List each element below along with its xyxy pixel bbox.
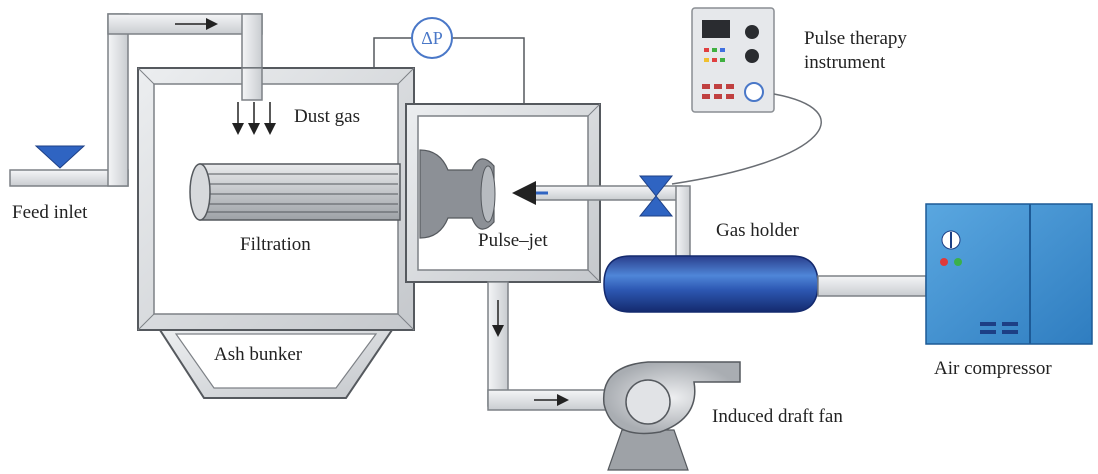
exhaust-duct xyxy=(487,281,617,411)
gas-holder-label: Gas holder xyxy=(716,220,799,241)
induced-draft-fan-label: Induced draft fan xyxy=(712,406,843,427)
pulse-therapy-label-line1: Pulse therapy xyxy=(804,28,907,49)
filter-bag xyxy=(189,163,401,221)
pulse-jet-label: Pulse–jet xyxy=(478,230,548,251)
funnel-triangle-icon xyxy=(34,145,86,169)
ash-bunker-label: Ash bunker xyxy=(214,344,303,365)
filtration-label: Filtration xyxy=(240,234,311,255)
pulse-therapy-label-line2: instrument xyxy=(804,52,886,73)
control-panel-icon xyxy=(691,7,775,113)
compressor-supply-pipe xyxy=(817,275,927,297)
delta-p-label: ΔP xyxy=(421,28,443,48)
ash-bunker xyxy=(158,329,394,399)
delta-p-gauge-icon: ΔP xyxy=(411,17,453,59)
blow-pipe xyxy=(512,181,691,257)
centrifugal-fan-icon xyxy=(603,361,741,471)
dust-flow-arrows xyxy=(232,102,276,135)
air-compressor-icon xyxy=(925,203,1093,345)
air-compressor-label: Air compressor xyxy=(934,358,1052,379)
gas-holder-tank xyxy=(603,255,819,313)
dust-gas-label: Dust gas xyxy=(294,106,360,127)
delta-p-wiring xyxy=(373,37,525,104)
dust-inlet-duct xyxy=(241,67,263,101)
controller-signal-cable xyxy=(671,93,822,185)
feed-inlet-label: Feed inlet xyxy=(12,202,88,223)
butterfly-valve-icon xyxy=(638,175,674,217)
venturi-nozzle xyxy=(419,149,496,239)
